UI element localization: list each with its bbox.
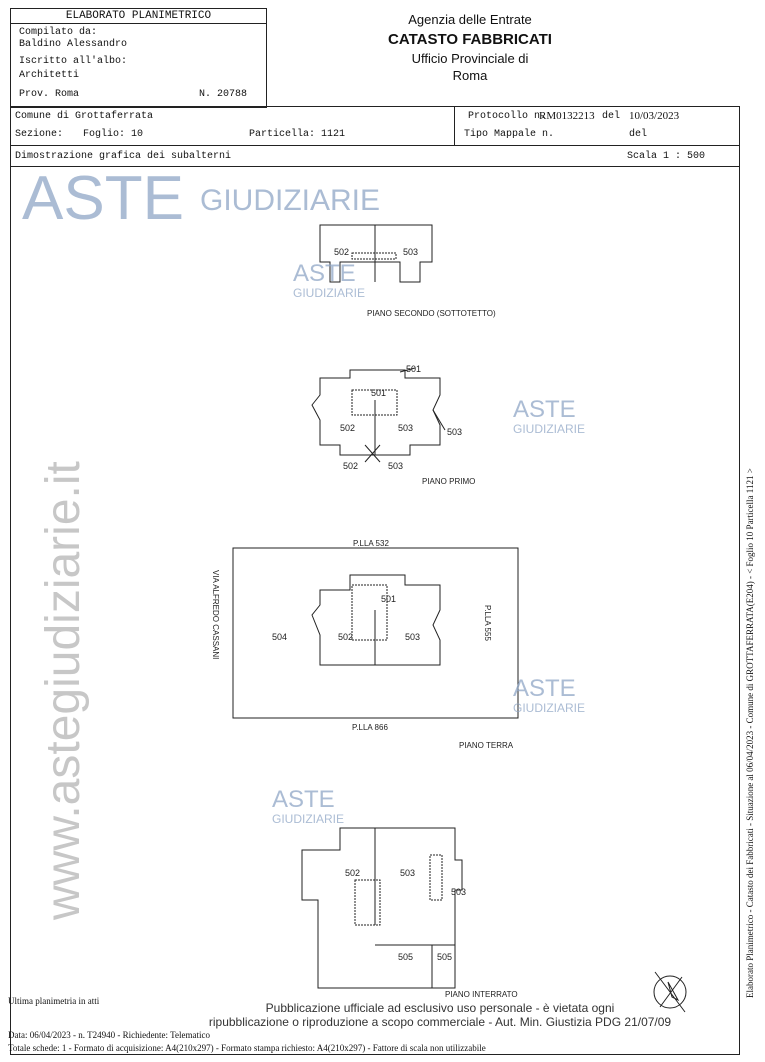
sub-label: 502 (338, 632, 353, 642)
protocollo-date: 10/03/2023 (629, 110, 680, 122)
plan-piano-secondo: 502 503 PIANO SECONDO (SOTTOTETTO) (319, 224, 496, 318)
footer-data: Data: 06/04/2023 - n. T24940 - Richieden… (8, 1030, 210, 1040)
agency-name: Agenzia delle Entrate (408, 12, 532, 27)
sub-label: 505 (398, 952, 413, 962)
scala: Scala 1 : 500 (627, 151, 706, 162)
sub-label: 503 (405, 632, 420, 642)
city: Roma (452, 68, 488, 83)
protocollo-value: RM0132213 (539, 110, 595, 122)
sub-label: 501 (371, 388, 386, 398)
sub-label: 503 (451, 887, 466, 897)
doc-title: ELABORATO PLANIMETRICO (11, 9, 266, 24)
del-label-2: del (629, 129, 648, 140)
numero: N. 20788 (199, 89, 248, 100)
plan-piano-primo: 501 501 502 503 503 502 503 PIANO PRIMO (311, 364, 475, 486)
neighbor-label: P.LLA 866 (352, 723, 388, 732)
del-label: del (602, 111, 621, 122)
sub-label: 501 (381, 594, 396, 604)
ufficio: Ufficio Provinciale di (411, 51, 529, 66)
watermark-aste: ASTE (22, 164, 184, 233)
plan-piano-interrato: 502 503 503 505 505 PIANO INTERRATO (301, 827, 518, 999)
watermark-giudiziarie: GIUDIZIARIE (293, 286, 366, 300)
comune: Comune di Grottaferrata (15, 111, 154, 122)
watermark-aste: ASTE (272, 786, 335, 813)
sub-label: 502 (334, 247, 349, 257)
plan-title: PIANO SECONDO (SOTTOTETTO) (367, 309, 496, 318)
foglio: Foglio: 10 (83, 129, 144, 140)
sub-label: 504 (272, 632, 287, 642)
prov: Prov. Roma (19, 89, 80, 100)
publication-notice-1: Pubblicazione ufficiale ad esclusivo uso… (265, 1001, 615, 1015)
publication-notice-2: ripubblicazione o riproduzione a scopo c… (208, 1015, 672, 1029)
plan-piano-terra: P.LLA 532 P.LLA 866 P.LLA 555 VIA ALFRED… (211, 539, 519, 750)
protocollo-label: Protocollo n. (468, 111, 547, 122)
ultima-planimetria: Ultima planimetria in atti (8, 996, 100, 1006)
sub-label: 505 (437, 952, 452, 962)
sub-label: 503 (400, 868, 415, 878)
sub-label: 502 (340, 423, 355, 433)
plan-title: PIANO TERRA (459, 741, 514, 750)
watermark-aste: ASTE (513, 675, 576, 702)
neighbor-label: P.LLA 555 (483, 605, 492, 641)
plan-title: PIANO INTERRATO (445, 990, 518, 999)
sub-label: 503 (403, 247, 418, 257)
sezione: Sezione: (15, 129, 64, 140)
watermark-aste: ASTE (293, 260, 356, 287)
albo-value: Architetti (19, 70, 80, 81)
watermark-giudiziarie: GIUDIZIARIE (513, 701, 586, 715)
tipo-mappale: Tipo Mappale n. (464, 129, 555, 140)
watermark-site: www.astegiudiziarie.it (37, 461, 90, 920)
watermark-aste: ASTE (513, 396, 576, 423)
sub-label: 502 (343, 461, 358, 471)
sub-label: 503 (447, 427, 462, 437)
side-caption: Elaborato Planimetrico - Catasto dei Fab… (745, 468, 755, 998)
particella: Particella: 1121 (249, 129, 346, 140)
watermark-giudiziarie: GIUDIZIARIE (200, 184, 381, 217)
footer-totale: Totale schede: 1 - Formato di acquisizio… (8, 1043, 486, 1053)
watermark-giudiziarie: GIUDIZIARIE (513, 422, 586, 436)
albo-label: Iscritto all'albo: (19, 56, 128, 67)
compilato-label: Compilato da: (19, 27, 98, 38)
sub-label: 502 (345, 868, 360, 878)
sub-label: 501 (406, 364, 421, 374)
sub-label: 503 (388, 461, 403, 471)
drawing-frame (10, 166, 740, 1055)
neighbor-label: P.LLA 532 (353, 539, 389, 548)
header-box: ELABORATO PLANIMETRICO Compilato da: Bal… (10, 8, 267, 108)
dimostrazione: Dimostrazione grafica dei subalterni (15, 151, 232, 162)
compilato-name: Baldino Alessandro (19, 39, 128, 50)
north-arrow-icon (653, 971, 687, 1013)
plan-title: PIANO PRIMO (422, 477, 475, 486)
dimostrazione-row: Dimostrazione grafica dei subalterni Sca… (10, 145, 740, 167)
catasto-title: CATASTO FABBRICATI (388, 31, 552, 48)
sub-label: 503 (398, 423, 413, 433)
street-label: VIA ALFREDO CASSANI (211, 570, 220, 659)
watermark-giudiziarie: GIUDIZIARIE (272, 812, 345, 826)
